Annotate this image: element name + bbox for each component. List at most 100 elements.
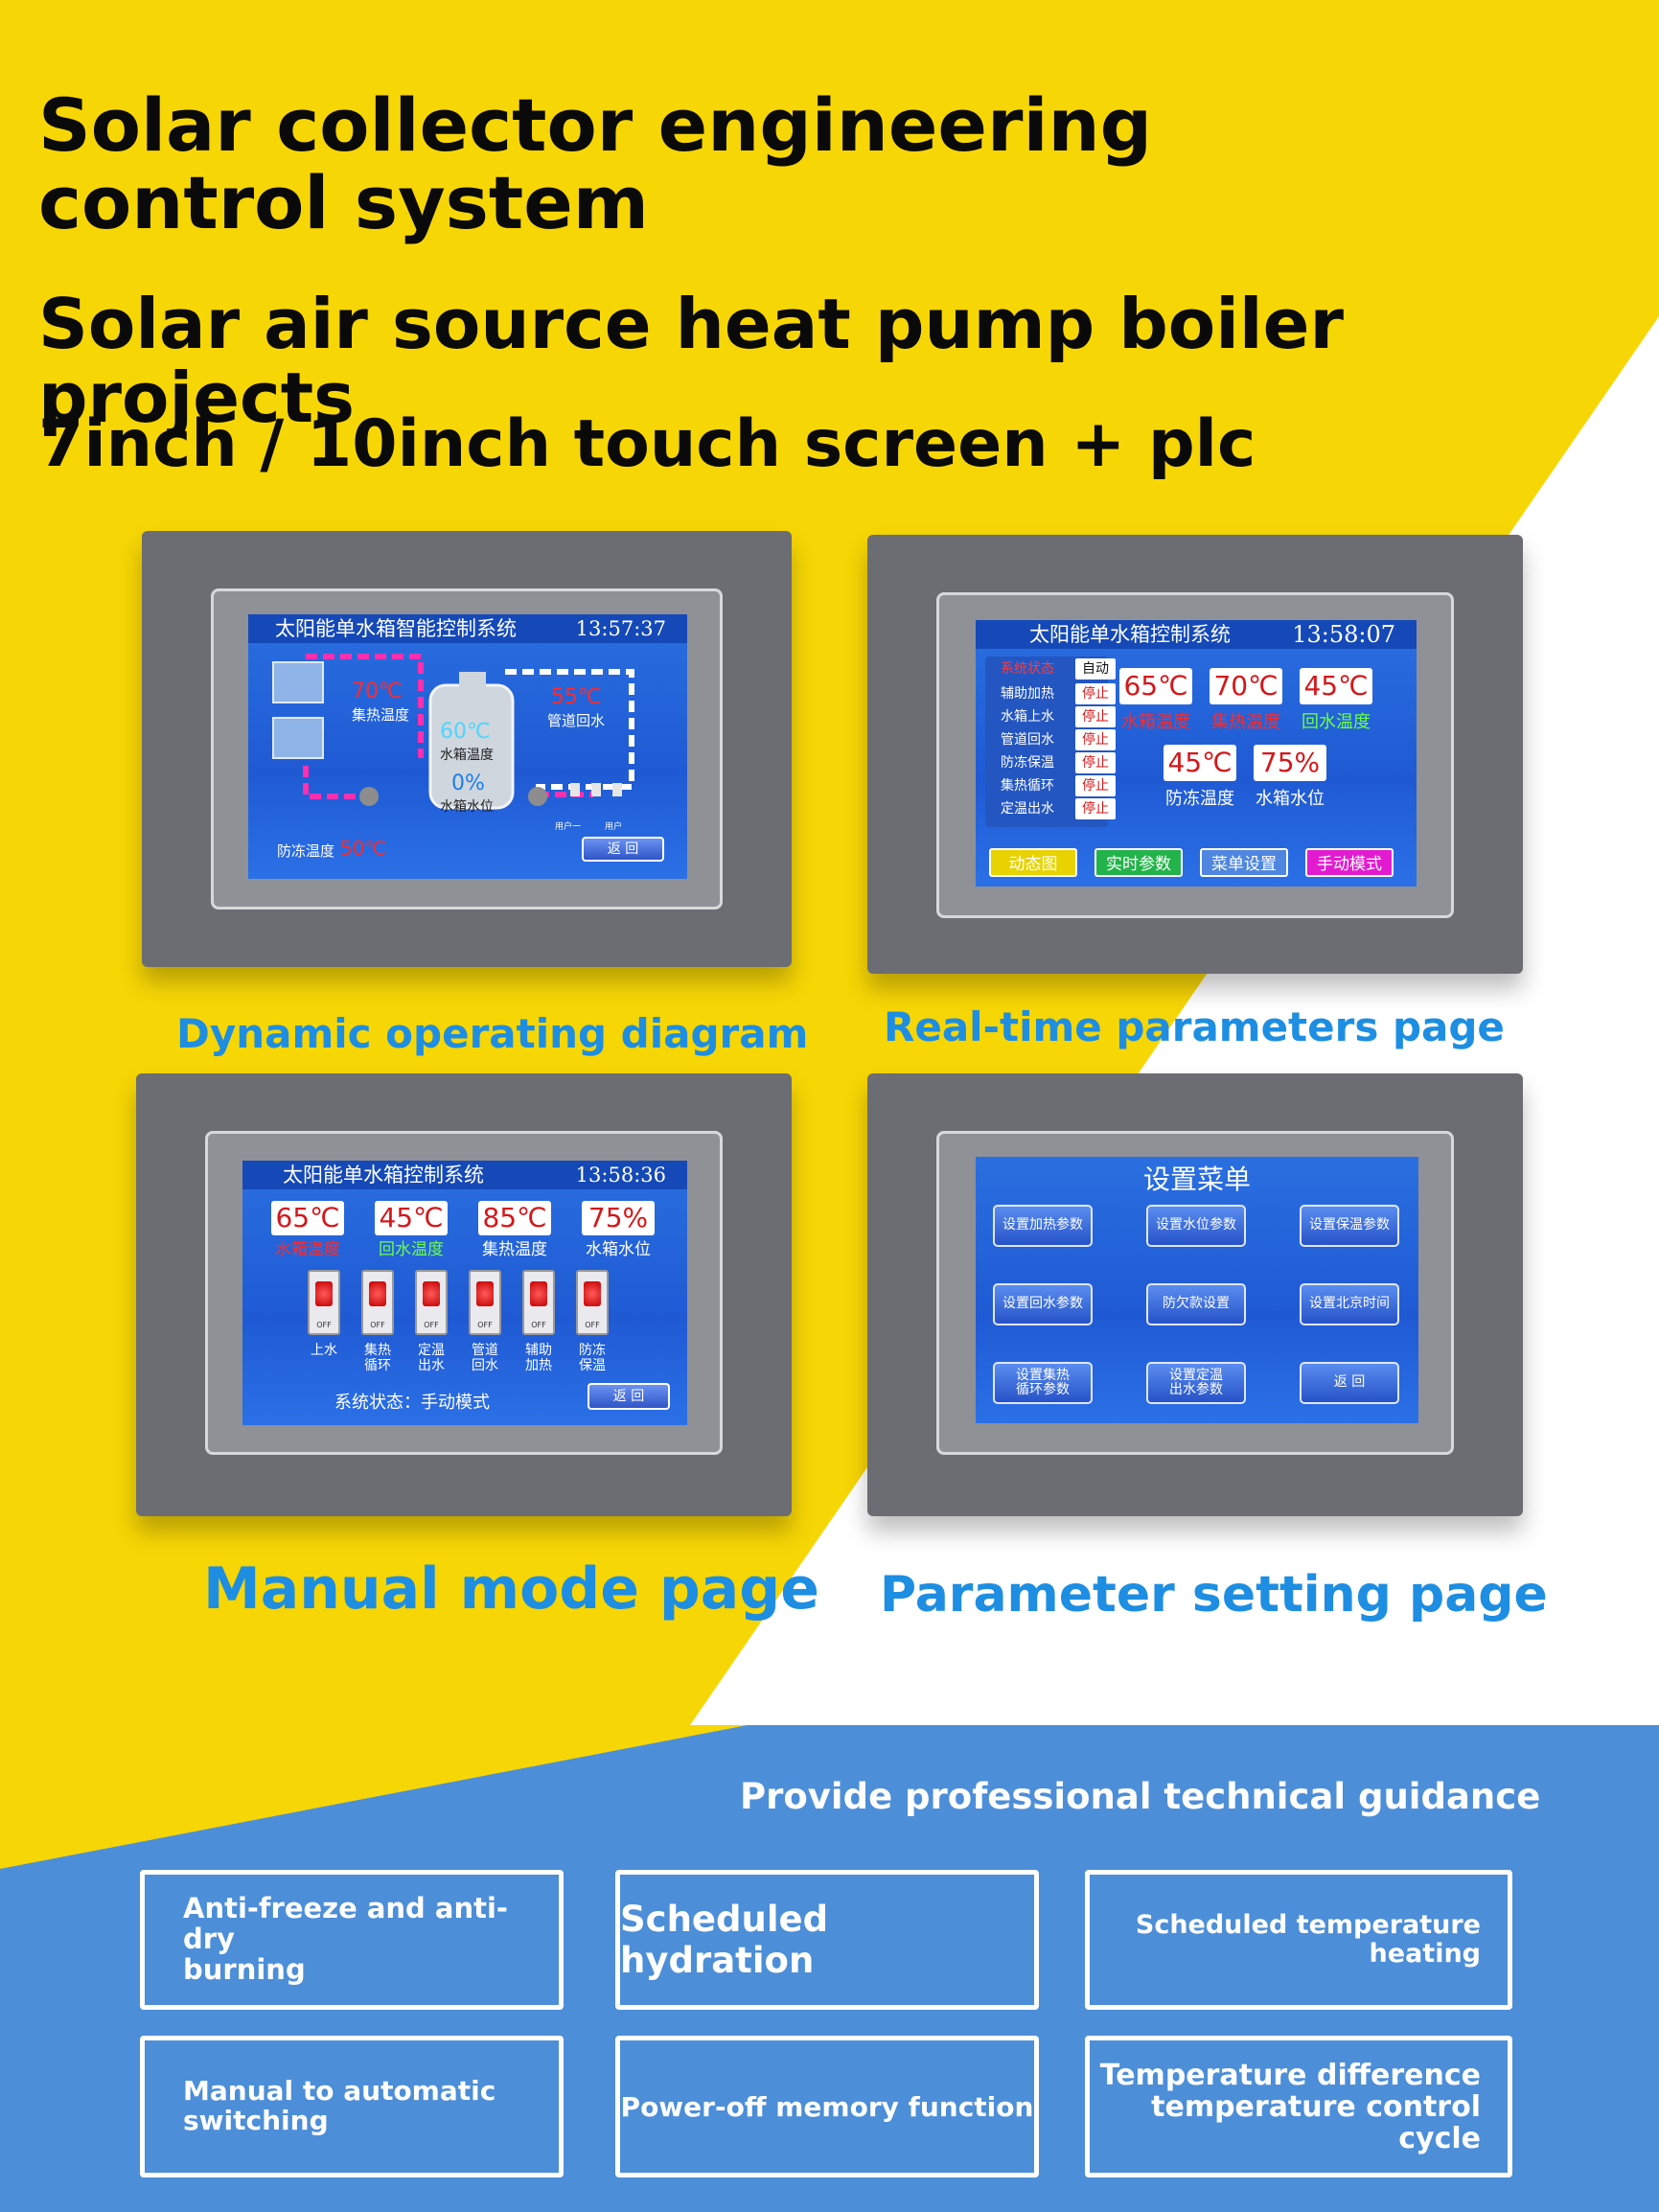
guidance-text: Provide professional technical guidance [740,1776,1541,1817]
device-setting: 设置菜单 设置加热参数设置水位参数设置保温参数设置回水参数防欠款设置设置北京时间… [867,1073,1523,1516]
status-label: 防冻保温 [1001,755,1054,771]
feature-temp-difference: Temperature difference temperature contr… [1085,2036,1512,2177]
status-panel: 系统状态自动辅助加热停止水箱上水停止管道回水停止防冻保温停止集热循环停止定温出水… [985,657,1116,827]
switch-label: 定温 出水 [418,1343,445,1374]
caption-manual: Manual mode page [203,1555,819,1623]
tank-level: 0% [451,772,485,795]
tank-temp-label: 水箱温度 [440,748,494,763]
feature-text: Anti-freeze and anti-dry burning [183,1892,508,1986]
switch-label: 集热 循环 [364,1343,391,1374]
switch-indicator [584,1281,601,1306]
tab-0[interactable]: 动态图 [989,848,1077,877]
screen-frame: 太阳能单水箱控制系统 13:58:07 系统状态自动辅助加热停止水箱上水停止管道… [936,592,1454,918]
reading-value: 65℃ [1119,668,1192,704]
tab-1[interactable]: 实时参数 [1094,848,1183,877]
setting-button[interactable]: 返 回 [1300,1362,1399,1404]
lcd-title: 太阳能单水箱控制系统 [242,1161,687,1189]
feature-hydration: Scheduled hydration [615,1870,1039,2010]
reading-label: 集热温度 [1211,712,1280,732]
reading-value: 45℃ [375,1201,448,1235]
lcd-time: 13:58:36 [575,1164,666,1187]
caption-realtime: Real-time parameters page [884,1003,1505,1050]
reading-value: 70℃ [1210,668,1282,704]
status-value: 停止 [1075,683,1116,704]
device-dynamic: 太阳能单水箱智能控制系统 13:57:37 70℃ 集热温度 55℃ 管道回水 [142,531,792,967]
setting-button[interactable]: 设置回水参数 [993,1283,1093,1325]
reading-label: 防冻温度 [1165,789,1234,809]
back-button[interactable]: 返 回 [588,1383,670,1410]
lcd-realtime: 太阳能单水箱控制系统 13:58:07 系统状态自动辅助加热停止水箱上水停止管道… [976,620,1417,887]
manual-switch[interactable]: OFF [522,1270,555,1335]
feature-manual-auto: Manual to automatic switching [140,2036,564,2177]
status-label: 辅助加热 [1001,686,1054,702]
switch-off-label: OFF [585,1321,600,1329]
lcd-time: 13:58:07 [1292,621,1395,648]
manual-switch[interactable]: OFF [415,1270,448,1335]
headline-1: Solar collector engineering control syst… [38,82,1153,246]
status-label: 水箱上水 [1001,709,1054,725]
status-value: 停止 [1075,798,1116,819]
headline-3: 7inch / 10inch touch screen + plc [38,406,1256,482]
manual-switch[interactable]: OFF [308,1270,340,1335]
antifreeze-temp: 50℃ [340,837,386,860]
feature-text: Manual to automatic switching [183,2075,496,2136]
switch-off-label: OFF [477,1321,493,1329]
switch-off-label: OFF [424,1321,439,1329]
collector-temp: 70℃ [352,680,403,703]
mode-value: 自动 [1075,658,1116,680]
status-value: 停止 [1075,729,1116,750]
setting-button[interactable]: 设置集热 循环参数 [993,1362,1093,1404]
headline-2: Solar air source heat pump boiler projec… [38,284,1344,439]
reading-value: 65℃ [271,1201,344,1235]
piping-diagram [272,654,634,810]
back-button[interactable]: 返 回 [582,837,664,862]
tank-temp: 60℃ [440,720,491,744]
status-value: 停止 [1075,752,1116,773]
lcd-manual: 太阳能单水箱控制系统 13:58:36 系统状态：手动模式 返 回 65℃ 水箱温… [242,1161,687,1425]
lcd-title: 太阳能单水箱智能控制系统 [248,614,687,643]
switch-indicator [315,1281,333,1306]
manual-switch[interactable]: OFF [469,1270,501,1335]
reading-label: 回水温度 [379,1240,444,1259]
feature-antifreeze: Anti-freeze and anti-dry burning [140,1870,564,2010]
feature-text: Scheduled temperature heating [1135,1910,1481,1969]
reading-value: 45℃ [1164,745,1236,781]
setting-button[interactable]: 设置定温 出水参数 [1146,1362,1246,1404]
setting-button[interactable]: 防欠款设置 [1146,1283,1246,1325]
status-value: 停止 [1075,775,1116,796]
caption-setting: Parameter setting page [880,1566,1548,1624]
lcd-time: 13:57:37 [575,617,666,640]
reading-label: 水箱水位 [1256,789,1325,809]
lcd-title: 太阳能单水箱控制系统 [976,620,1417,649]
reading-value: 45℃ [1300,668,1372,704]
status-label: 集热循环 [1001,778,1054,794]
status-value: 停止 [1075,706,1116,727]
feature-text: Scheduled hydration [620,1899,829,1981]
user1-label: 用户一 [555,822,582,832]
setting-button[interactable]: 设置北京时间 [1300,1283,1399,1325]
feature-scheduled-heating: Scheduled temperature heating [1085,1870,1512,2010]
setting-button[interactable]: 设置加热参数 [993,1205,1093,1247]
manual-switch[interactable]: OFF [361,1270,394,1335]
setting-button[interactable]: 设置水位参数 [1146,1205,1246,1247]
device-realtime: 太阳能单水箱控制系统 13:58:07 系统状态自动辅助加热停止水箱上水停止管道… [867,535,1523,974]
switch-indicator [369,1281,386,1306]
tab-2[interactable]: 菜单设置 [1200,848,1288,877]
reading-value: 85℃ [478,1201,551,1235]
setting-button[interactable]: 设置保温参数 [1300,1205,1399,1247]
switch-indicator [423,1281,440,1306]
feature-text: Power-off memory function [620,2090,1034,2123]
reading-label: 回水温度 [1302,712,1371,732]
reading-label: 水箱温度 [275,1240,340,1259]
tab-3[interactable]: 手动模式 [1305,848,1394,877]
antifreeze-label: 防冻温度 [277,842,335,860]
reading-value: 75% [1254,745,1326,781]
user2-label: 用户 [605,822,623,832]
switch-label: 上水 [311,1343,337,1358]
reading-value: 75% [582,1201,655,1235]
switch-label: 管道 回水 [472,1343,498,1374]
tank-level-label: 水箱水位 [440,799,494,815]
manual-switch[interactable]: OFF [576,1270,609,1335]
manual-status: 系统状态：手动模式 [334,1393,490,1413]
lcd-setting: 设置菜单 设置加热参数设置水位参数设置保温参数设置回水参数防欠款设置设置北京时间… [976,1157,1418,1423]
